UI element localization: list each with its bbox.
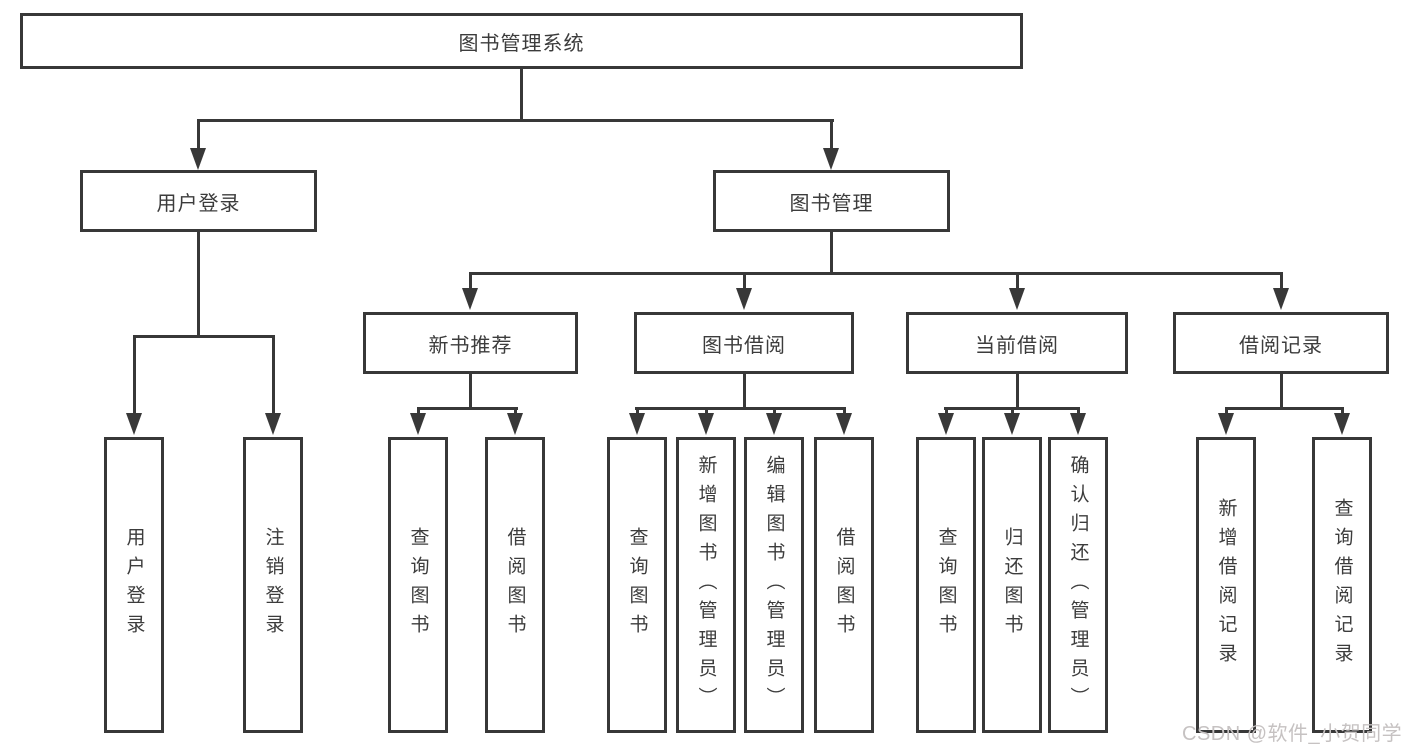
connector-line-h: [133, 335, 275, 338]
node-root: 图书管理系统: [20, 13, 1023, 69]
connector-line-v: [773, 407, 776, 417]
arrow-down-icon: [836, 413, 852, 435]
arrow-down-icon: [823, 148, 839, 170]
node-book-mgmt: 图书管理: [713, 170, 950, 232]
arrow-down-icon: [190, 148, 206, 170]
node-borrow-records: 借阅记录: [1173, 312, 1389, 374]
leaf-confirm-return-admin: 确认归还（管理员）: [1048, 437, 1108, 733]
leaf-add-book-admin: 新增图书（管理员）: [676, 437, 736, 733]
leaf-query-books-2: 查询图书: [607, 437, 667, 733]
connector-line-v: [705, 407, 708, 417]
connector-line-h: [1225, 407, 1344, 410]
csdn-watermark: CSDN @软件_小贺同学: [1182, 723, 1403, 745]
connector-line-v: [133, 335, 136, 415]
arrow-down-icon: [766, 413, 782, 435]
node-user-login: 用户登录: [80, 170, 317, 232]
node-current-borrow: 当前借阅: [906, 312, 1128, 374]
connector-line-v: [743, 374, 746, 407]
connector-line-v: [830, 232, 833, 272]
connector-line-v: [1280, 374, 1283, 407]
arrow-down-icon: [265, 413, 281, 435]
leaf-query-books-3: 查询图书: [916, 437, 976, 733]
connector-line-h: [197, 119, 834, 122]
leaf-borrow-books-1: 借阅图书: [485, 437, 545, 733]
leaf-user-login: 用户登录: [104, 437, 164, 733]
connector-line-v: [469, 272, 472, 292]
connector-line-v: [1077, 407, 1080, 417]
connector-line-v: [1016, 374, 1019, 407]
arrow-down-icon: [1334, 413, 1350, 435]
arrow-down-icon: [1009, 288, 1025, 310]
connector-line-v: [843, 407, 846, 417]
connector-line-h: [469, 272, 1283, 275]
arrow-down-icon: [1218, 413, 1234, 435]
connector-line-v: [1280, 272, 1283, 292]
connector-line-v: [197, 232, 200, 335]
leaf-borrow-books-2: 借阅图书: [814, 437, 874, 733]
connector-line-v: [520, 69, 523, 119]
leaf-query-books-1: 查询图书: [388, 437, 448, 733]
arrow-down-icon: [698, 413, 714, 435]
connector-line-h: [635, 407, 846, 410]
arrow-down-icon: [126, 413, 142, 435]
leaf-return-book: 归还图书: [982, 437, 1042, 733]
connector-line-v: [1225, 407, 1228, 417]
arrow-down-icon: [938, 413, 954, 435]
arrow-down-icon: [462, 288, 478, 310]
connector-line-v: [743, 272, 746, 292]
connector-line-v: [469, 374, 472, 407]
leaf-add-borrow-record: 新增借阅记录: [1196, 437, 1256, 733]
leaf-query-borrow-record: 查询借阅记录: [1312, 437, 1372, 733]
arrow-down-icon: [1070, 413, 1086, 435]
arrow-down-icon: [736, 288, 752, 310]
node-book-borrow: 图书借阅: [634, 312, 854, 374]
arrow-down-icon: [629, 413, 645, 435]
connector-line-v: [945, 407, 948, 417]
leaf-logout: 注销登录: [243, 437, 303, 733]
connector-line-v: [272, 335, 275, 415]
arrow-down-icon: [410, 413, 426, 435]
arrow-down-icon: [1273, 288, 1289, 310]
connector-line-v: [1016, 272, 1019, 292]
connector-line-v: [830, 119, 833, 153]
connector-line-v: [636, 407, 639, 417]
connector-line-v: [417, 407, 420, 417]
connector-line-v: [1011, 407, 1014, 417]
arrow-down-icon: [1004, 413, 1020, 435]
connector-line-v: [514, 407, 517, 417]
connector-line-v: [197, 119, 200, 153]
node-new-books: 新书推荐: [363, 312, 578, 374]
connector-line-v: [1341, 407, 1344, 417]
connector-line-h: [417, 407, 518, 410]
leaf-edit-book-admin: 编辑图书（管理员）: [744, 437, 804, 733]
arrow-down-icon: [507, 413, 523, 435]
